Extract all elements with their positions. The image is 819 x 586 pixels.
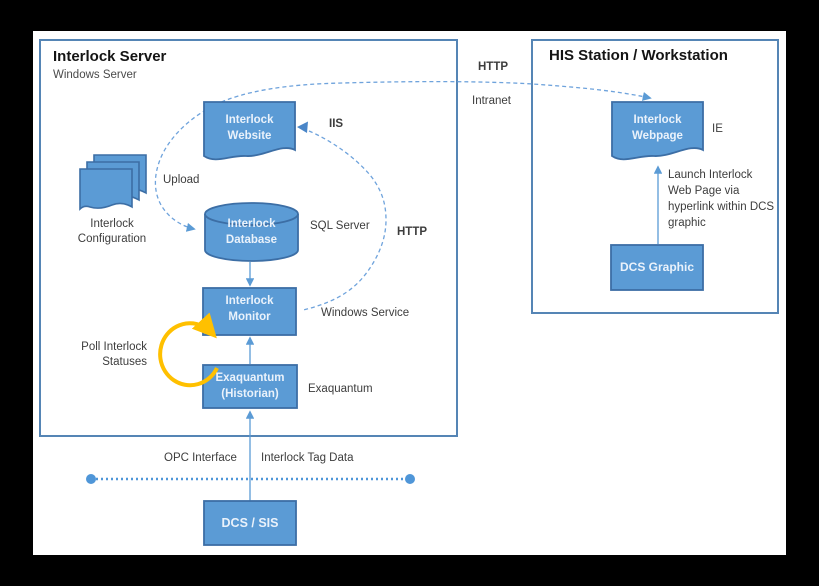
- upload-label: Upload: [163, 174, 200, 186]
- interlock-monitor-label: Interlock Monitor: [225, 295, 274, 323]
- iis-windows-service-curve: [302, 130, 387, 311]
- interlock-monitor-shape: [202, 287, 297, 336]
- http-outer-label: HTTP: [478, 61, 509, 73]
- exaquantum-side-label: Exaquantum: [308, 383, 373, 395]
- intranet-label: Intranet: [472, 95, 511, 107]
- dcs-sis-shape: [203, 500, 297, 546]
- interlock-server-subtitle: Windows Server: [53, 69, 137, 81]
- http-inner-label: HTTP: [397, 226, 428, 238]
- interlock-server-box: [39, 39, 458, 437]
- interlock-website-label: Interlock Website: [225, 114, 274, 142]
- diagram-graphics: [39, 39, 779, 546]
- interlock-configuration-label: Interlock Configuration: [77, 218, 147, 245]
- diagram-canvas: Interlock Server Windows Server HIS Stat…: [33, 31, 786, 555]
- sql-server-label: SQL Server: [310, 220, 370, 232]
- dcs-sis-label: DCS / SIS: [221, 516, 279, 530]
- interlock-server-title: Interlock Server: [53, 48, 167, 65]
- windows-service-label: Windows Service: [321, 307, 410, 319]
- interlock-website-shape: [203, 101, 296, 161]
- poll-loop-arrow-icon: [158, 312, 219, 388]
- ie-label: IE: [712, 123, 723, 135]
- iis-arrowhead-icon: [297, 121, 308, 133]
- launch-note-label: Launch Interlock Web Page via hyperlink …: [668, 169, 775, 229]
- interlock-configuration-icon: [79, 154, 147, 211]
- http-intranet-curve: [154, 80, 652, 232]
- interlock-tag-data-label: Interlock Tag Data: [261, 452, 354, 464]
- dcs-graphic-shape: [610, 244, 704, 291]
- exaquantum-historian-shape: [202, 364, 298, 409]
- interlock-database-label: Interlock Database: [225, 218, 278, 246]
- opc-interface-label: OPC Interface: [164, 452, 237, 464]
- dcs-graphic-label: DCS Graphic: [619, 260, 694, 274]
- opc-line-endpoint-right: [405, 474, 415, 484]
- poll-interlock-statuses-label: Poll Interlock Statuses: [81, 341, 147, 368]
- iis-label: IIS: [329, 118, 344, 130]
- his-station-title: HIS Station / Workstation: [549, 47, 728, 64]
- opc-line-endpoint-left: [86, 474, 96, 484]
- interlock-webpage-shape: [611, 101, 704, 161]
- interlock-webpage-label: Interlock Webpage: [632, 114, 683, 142]
- interlock-database-shape: [204, 202, 299, 262]
- exaquantum-historian-label: Exaquantum (Historian): [215, 372, 285, 400]
